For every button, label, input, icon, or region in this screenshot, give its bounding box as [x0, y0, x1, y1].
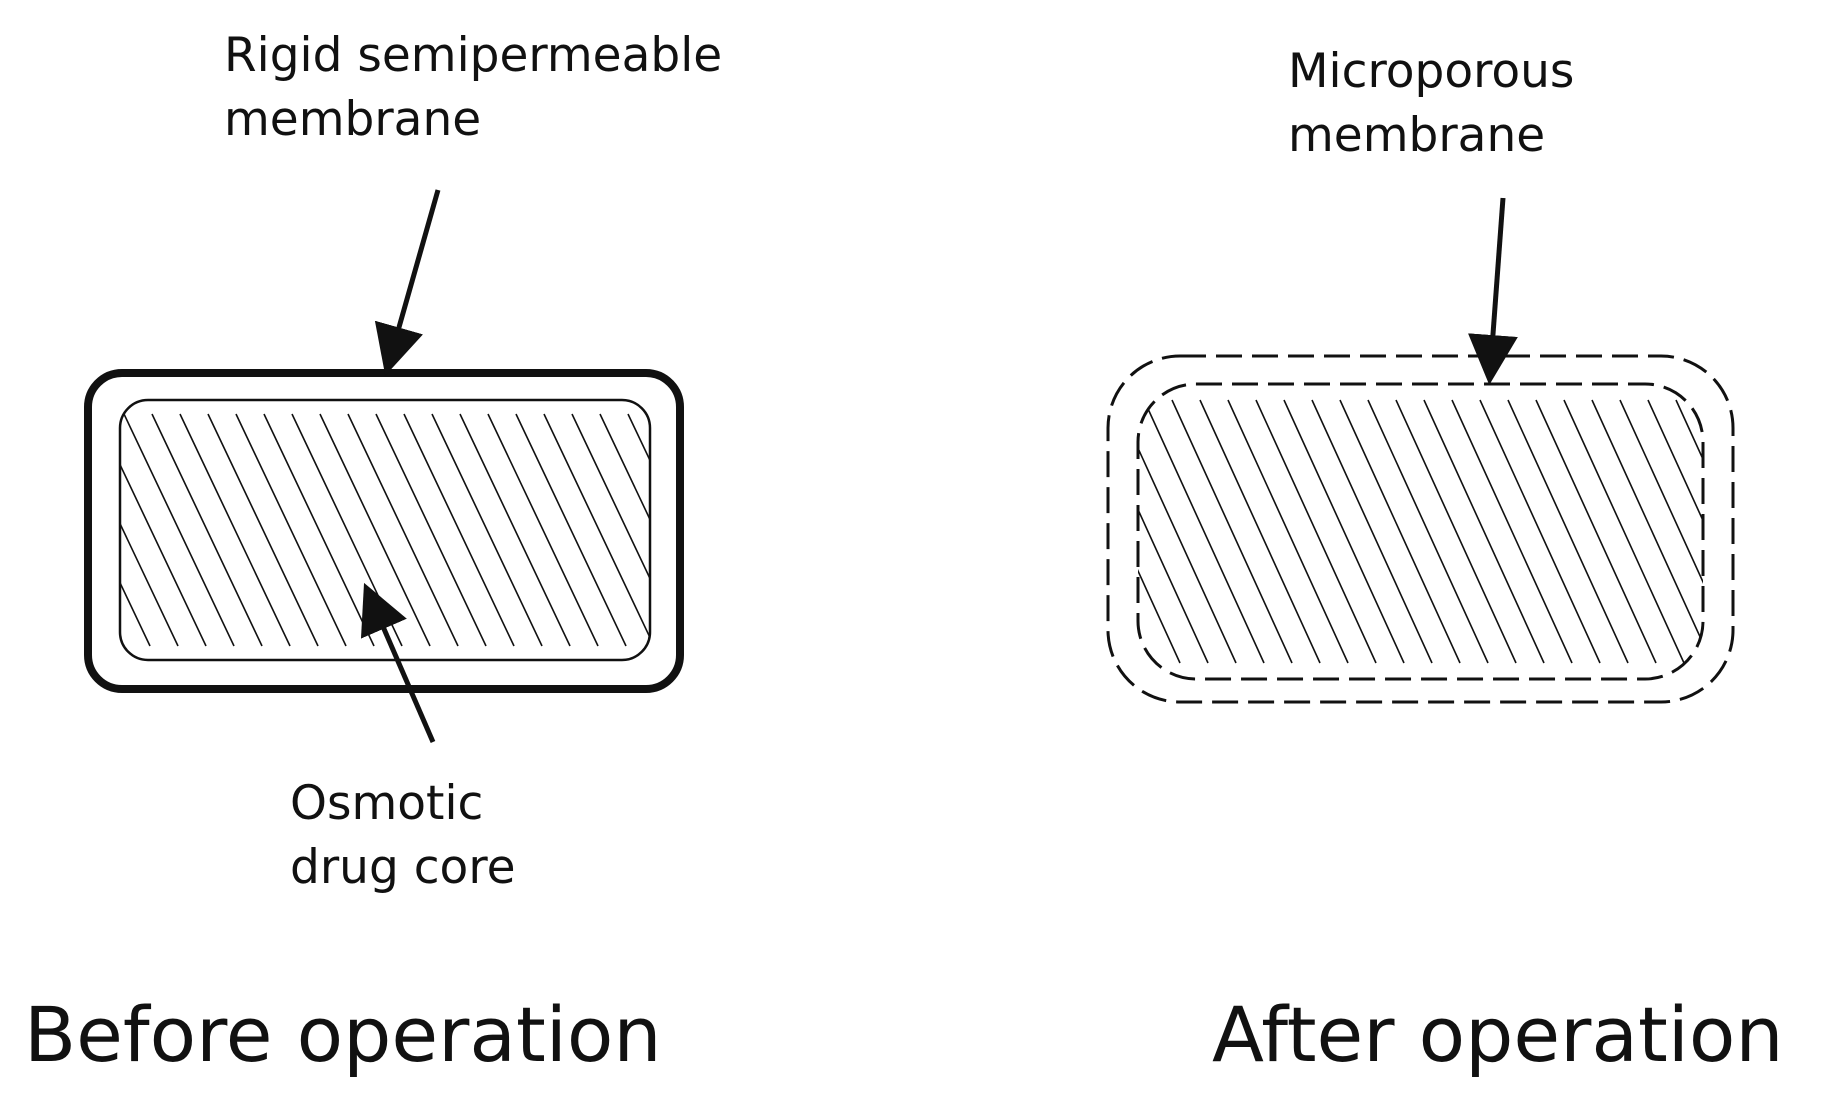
hatch-line — [1138, 399, 1237, 664]
after-tablet — [1106, 354, 1824, 704]
microporous-membrane-outer-outline — [1106, 354, 1735, 704]
hatch-line — [1283, 399, 1405, 664]
hatch-line — [571, 413, 650, 647]
hatch-line — [1507, 399, 1629, 664]
hatch-line — [1367, 399, 1489, 664]
hatch-line — [1451, 399, 1573, 664]
hatch-line — [1138, 399, 1181, 664]
hatch-line — [151, 413, 263, 647]
remaining-core-hatching — [1138, 399, 1824, 664]
hatch-line — [319, 413, 431, 647]
hatch-line — [1199, 399, 1321, 664]
before-tablet — [84, 369, 766, 693]
hatch-line — [515, 413, 627, 647]
hatch-line — [543, 413, 650, 647]
hatch-line — [1563, 399, 1685, 664]
hatch-line — [1227, 399, 1349, 664]
hatch-line — [1675, 399, 1703, 664]
hatch-line — [1591, 399, 1703, 664]
hatch-line — [1619, 399, 1703, 664]
hatch-line — [120, 413, 207, 647]
hatch-line — [1647, 399, 1703, 664]
hatch-line — [627, 413, 650, 647]
microporous-membrane-inner-outline — [1136, 382, 1705, 681]
microporous-membrane-arrow — [1467, 197, 1518, 385]
hatch-line — [599, 413, 650, 647]
hatch-line — [431, 413, 543, 647]
hatch-line — [1395, 399, 1517, 664]
osmotic-drug-core-outline — [118, 398, 652, 662]
hatch-line — [1704, 400, 1824, 663]
hatch-line — [403, 413, 515, 647]
hatch-line — [1311, 399, 1433, 664]
drug-core-arrow — [360, 582, 436, 743]
hatch-line — [1171, 399, 1293, 664]
hatch-line — [459, 413, 571, 647]
microporous-membrane-label: Microporous membrane — [1288, 44, 1575, 163]
hatch-line — [1423, 399, 1545, 664]
hatch-line — [120, 413, 179, 647]
hatch-line — [1535, 399, 1657, 664]
rigid-membrane-arrow — [374, 189, 441, 376]
hatch-line — [1255, 399, 1377, 664]
hatch-line — [235, 413, 347, 647]
hatch-line — [120, 413, 151, 647]
hatch-line — [123, 413, 235, 647]
hatch-line — [347, 413, 459, 647]
osmotic-drug-core-hatching — [120, 413, 766, 647]
hatch-line — [263, 413, 375, 647]
hatch-line — [1339, 399, 1461, 664]
hatch-line — [1479, 399, 1601, 664]
rigid-semipermeable-membrane-outline — [84, 369, 684, 693]
after-operation-caption: After operation — [1212, 990, 1784, 1079]
rigid-semipermeable-membrane-label: Rigid semipermeable membrane — [224, 28, 723, 147]
hatch-line — [179, 413, 291, 647]
hatch-line — [207, 413, 319, 647]
hatch-line — [1143, 399, 1265, 664]
osmotic-drug-core-label: Osmotic drug core — [290, 776, 516, 895]
hatch-line — [291, 413, 403, 647]
hatch-line — [656, 414, 766, 646]
hatch-line — [487, 413, 599, 647]
before-operation-caption: Before operation — [24, 990, 662, 1079]
hatch-line — [1138, 399, 1209, 664]
hatch-line — [375, 413, 487, 647]
